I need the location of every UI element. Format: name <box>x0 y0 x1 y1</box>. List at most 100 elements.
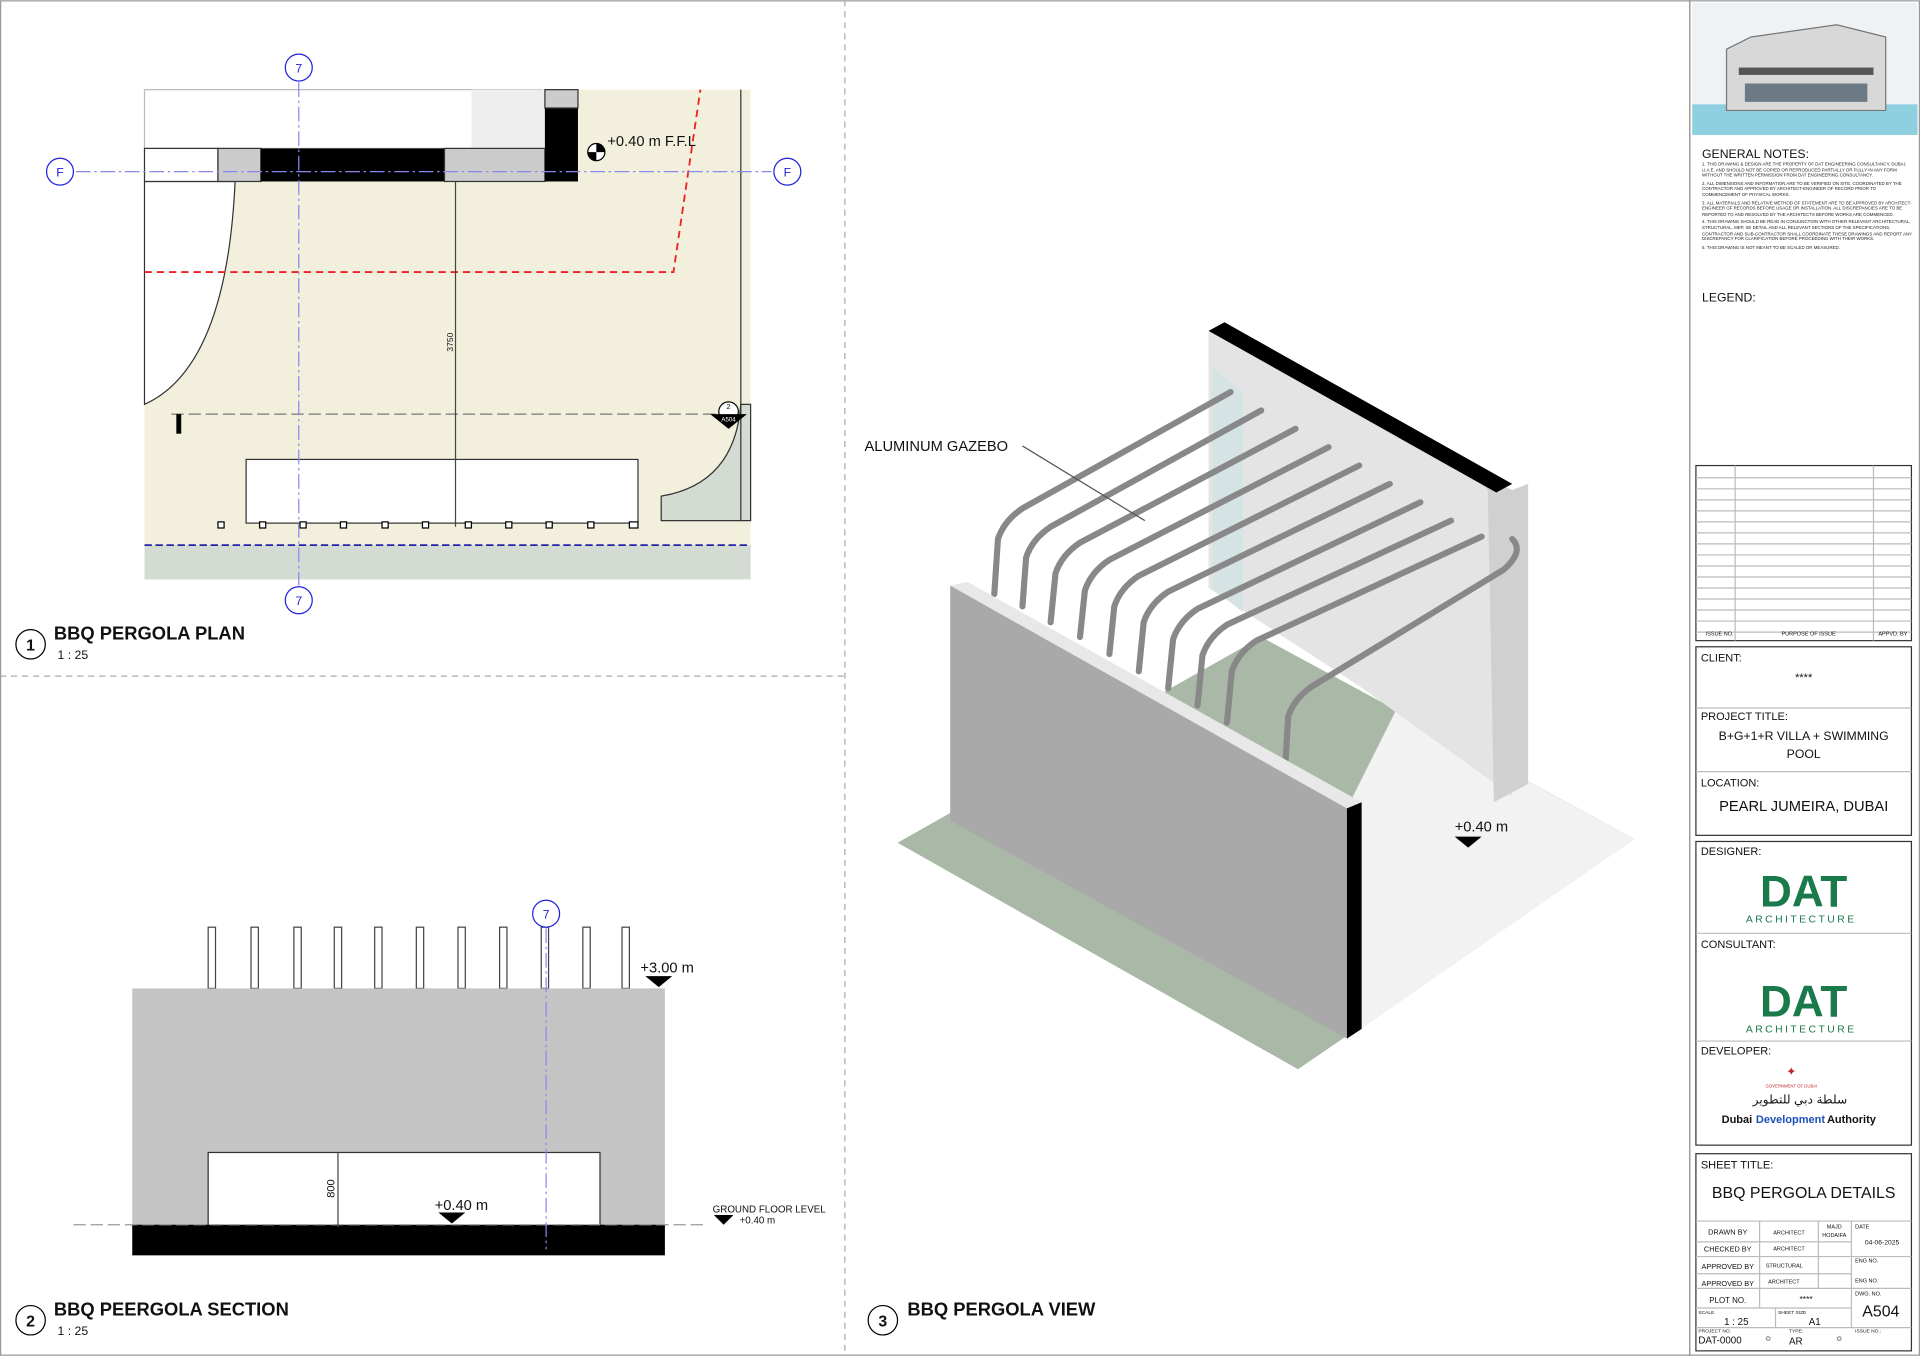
logo-sub: ARCHITECTURE <box>1746 1024 1857 1035</box>
sheet-title: BBQ PERGOLA DETAILS <box>1712 1185 1896 1202</box>
grid-bubble-7-top[interactable]: 7 <box>284 53 313 82</box>
level-triangle-icon <box>1454 836 1482 848</box>
general-notes-heading: GENERAL NOTES: <box>1702 147 1809 161</box>
date-label: DATE <box>1855 1224 1870 1230</box>
issue-header: PURPOSE OF ISSUE <box>1782 632 1836 638</box>
iso-front-wall-top <box>950 581 1362 809</box>
dwg-no-label: DWG. NO. <box>1855 1292 1882 1298</box>
title-block: GENERAL NOTES: 1. THIS DRAWING & DESIGN … <box>1692 2 1918 1352</box>
grid-bubble-7-section[interactable]: 7 <box>532 899 561 928</box>
dda-gov: GOVERNMENT OF DUBAI <box>1766 1084 1818 1089</box>
note-5: 5. THIS DRAWING IS NOT MEANT TO BE SCALE… <box>1702 244 1840 250</box>
section-cut-end <box>176 414 182 434</box>
level-triangle-icon <box>713 1214 734 1225</box>
iso-front-wall-end <box>1346 802 1362 1039</box>
iso-wall-top <box>1208 322 1513 493</box>
iso-pergola-tubes <box>991 389 1520 763</box>
type-label: TYPE: <box>1789 1328 1803 1334</box>
grid-bubble-f-left[interactable]: F <box>45 157 75 186</box>
date-value: 04-06-2025 <box>1865 1239 1900 1246</box>
dat-architecture-logo: DAT ARCHITECTURE <box>1746 867 1857 925</box>
location-label: LOCATION: <box>1701 777 1760 789</box>
dat-architecture-logo: DAT ARCHITECTURE <box>1746 978 1857 1036</box>
approved-by-value-2: ARCHITECT <box>1768 1280 1800 1286</box>
ground-level-value: +0.40 m <box>740 1216 776 1227</box>
view-scale: 1 : 25 <box>58 648 89 662</box>
dda-en-2: Development <box>1756 1114 1826 1126</box>
logo-sub: ARCHITECTURE <box>1746 914 1857 925</box>
sheet-title-label: SHEET TITLE: <box>1701 1159 1773 1171</box>
drawn-by-value: ARCHITECT <box>1773 1231 1805 1237</box>
issue-table: ISSUE NO. PURPOSE OF ISSUE APPVD. BY <box>1695 464 1913 642</box>
view-title: BBQ PERGOLA PLAN <box>54 622 245 643</box>
dda-arabic: سلطة دبي للتطوير <box>1752 1093 1848 1107</box>
developer-label: DEVELOPER: <box>1701 1046 1771 1058</box>
issue-no-label: ISSUE NO.: <box>1855 1328 1881 1334</box>
callout-leader <box>1022 445 1146 522</box>
bbq-pergola-section: 800 7 +3.00 m +0.40 m GROUND FLOOR LEVEL… <box>73 899 826 1256</box>
issue-header: APPVD. BY <box>1878 632 1907 638</box>
svg-text:✦: ✦ <box>1786 1064 1796 1078</box>
approved-by-label: APPROVED BY <box>1701 1279 1754 1288</box>
general-notes: 1. THIS DRAWING & DESIGN ARE THE PROPERT… <box>1702 162 1912 250</box>
project-no-label: PROJECT NO. <box>1698 1328 1731 1334</box>
iso-level-label: +0.40 m <box>1455 820 1508 836</box>
plan-posts <box>217 521 639 529</box>
section-marker-sheet: A504 <box>721 416 736 423</box>
top-level-label: +3.00 m <box>640 960 693 976</box>
dwg-no-value: A504 <box>1862 1304 1899 1321</box>
sheet-info-grid <box>1695 1220 1912 1329</box>
plan-wall-solid <box>260 148 445 182</box>
drawn-name-2: HODAIFA <box>1822 1233 1846 1239</box>
grid-label: 7 <box>295 594 302 608</box>
plot-no-value: **** <box>1799 1294 1813 1304</box>
approved-by-value-1: STRUCTURAL <box>1766 1264 1803 1270</box>
project-thumbnail-image <box>1692 2 1918 135</box>
plot-no-label: PLOT NO. <box>1709 1296 1746 1305</box>
plan-bbq-counter <box>245 458 639 524</box>
plan-level-label: +0.40 m F.F.L <box>607 134 696 150</box>
location-value: PEARL JUMEIRA, DUBAI <box>1719 799 1888 815</box>
view-title: BBQ PEERGOLA SECTION <box>54 1298 289 1319</box>
project-title-label: PROJECT TITLE: <box>1701 711 1788 723</box>
sheet-size-label: SHEET SIZE <box>1778 1310 1807 1316</box>
plan-wall-hatch <box>443 147 546 183</box>
view-scale: 1 : 25 <box>58 1324 89 1338</box>
project-title-line1: B+G+1+R VILLA + SWIMMING <box>1719 729 1889 743</box>
sheet-info-box <box>1695 1153 1913 1352</box>
scale-label: SCALE <box>1698 1310 1715 1316</box>
level-triangle-icon <box>645 976 673 988</box>
checked-by-value: ARCHITECT <box>1773 1246 1805 1252</box>
plan-column <box>544 108 578 182</box>
section-slab <box>132 1224 665 1256</box>
floor-level-label: +0.40 m <box>435 1198 488 1214</box>
dimension-800: 800 <box>325 1179 337 1197</box>
logo-text: DAT <box>1760 867 1847 916</box>
grid-label: 7 <box>295 61 302 75</box>
project-info-box <box>1695 646 1913 836</box>
view-title: BBQ PERGOLA VIEW <box>907 1298 1096 1319</box>
checked-by-label: CHECKED BY <box>1704 1245 1752 1254</box>
section-posts <box>207 926 631 990</box>
bbq-pergola-3d-view: ALUMINUM GAZEBO +0.40 m <box>864 322 1635 1070</box>
iso-floor <box>1346 710 1635 1039</box>
level-marker-icon <box>587 142 606 162</box>
grid-bubble-f-right[interactable]: F <box>773 157 802 186</box>
drawn-by-label: DRAWN BY <box>1708 1228 1747 1237</box>
issue-header: ISSUE NO. <box>1706 632 1734 638</box>
drawn-name-1: MAJD <box>1827 1224 1842 1230</box>
note-3: 3. ALL MATERIALS AND RELATIVE METHOD OF … <box>1702 200 1912 217</box>
dda-en-3: Authority <box>1827 1114 1877 1126</box>
plan-curved-edge <box>143 180 236 406</box>
dda-en-1: Dubai <box>1722 1114 1753 1126</box>
parties-box <box>1695 840 1913 1146</box>
level-triangle-icon <box>438 1212 466 1224</box>
grid-bubble-7-bottom[interactable]: 7 <box>284 586 313 615</box>
grid-label: F <box>784 166 791 180</box>
plan-column-hatch <box>544 89 579 109</box>
iso-front-wall <box>950 585 1347 1039</box>
client-value: **** <box>1795 672 1813 684</box>
